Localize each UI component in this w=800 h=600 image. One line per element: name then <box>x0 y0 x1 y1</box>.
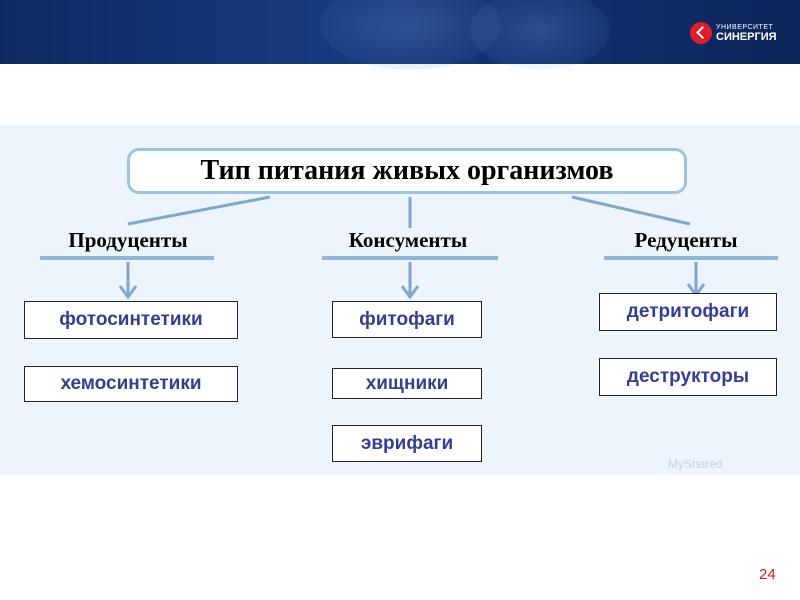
connector-right <box>571 195 691 226</box>
item-phytophages: фитофаги <box>332 301 482 338</box>
down-arrow-icon <box>118 262 138 300</box>
category-underline <box>322 256 498 260</box>
chevron-logo-icon <box>690 22 712 44</box>
diagram-title: Тип питания живых организмов <box>127 148 687 194</box>
down-arrow-icon <box>400 262 420 300</box>
header-glow <box>470 0 610 70</box>
page-number: 24 <box>759 566 776 583</box>
logo-line-university: УНИВЕРСИТЕТ <box>716 23 774 31</box>
category-underline <box>40 256 214 260</box>
item-photosynthetics: фотосинтетики <box>24 301 238 339</box>
connector-left <box>127 195 271 226</box>
category-consumers: Консументы <box>348 228 468 252</box>
item-chemosynthetics: хемосинтетики <box>24 366 238 402</box>
category-decomposers: Редуценты <box>634 228 738 252</box>
item-euryphages: эврифаги <box>332 425 482 462</box>
watermark: MyShared <box>668 457 723 471</box>
header-glow <box>320 0 500 70</box>
logo-line-synergy: СИНЕРГИЯ <box>716 30 777 43</box>
item-destructors: деструкторы <box>599 358 777 396</box>
item-detritophages: детритофаги <box>599 293 777 331</box>
item-predators: хищники <box>332 368 482 399</box>
category-producers: Продуценты <box>68 228 188 252</box>
header-banner: УНИВЕРСИТЕТ СИНЕРГИЯ <box>0 0 800 70</box>
category-underline <box>604 256 778 260</box>
synergy-logo: УНИВЕРСИТЕТ СИНЕРГИЯ <box>690 20 777 46</box>
down-arrow-icon <box>686 262 706 298</box>
